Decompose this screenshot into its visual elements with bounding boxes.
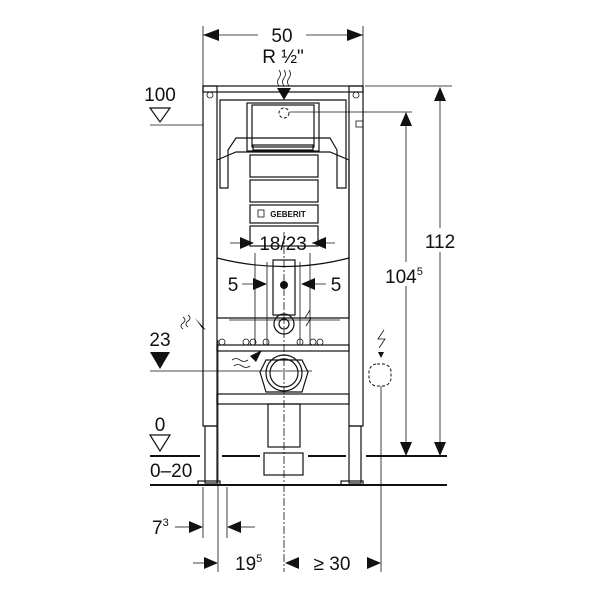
total-height-label: 112 [425,232,455,253]
axis-distance-label: 195 [235,553,262,575]
height-dimensions: 112 1045 [365,85,460,456]
connection-label: R ½" [262,47,304,68]
floor-range-label: 0–20 [150,461,192,482]
level-100-label: 100 [144,85,176,106]
offset-right-label: 5 [331,275,342,296]
water-inlet-arrow-icon [277,88,291,100]
lightning-icon [377,329,386,349]
width-label: 50 [271,26,292,47]
width-dimension: 50 R ½" [202,26,364,100]
foot-width-label: 73 [152,517,169,539]
power-flush-icon [304,309,312,327]
supply-water-icon [180,314,191,330]
waste-water-icon [231,358,251,368]
level-0-label: 0 [155,415,166,436]
level-23-label: 23 [149,330,170,351]
installation-frame: GEBERIT [180,85,412,486]
flush-spacing-label: 18/23 [259,234,307,255]
offset-left-label: 5 [228,275,239,296]
flush-spacing-dimension: 18/23 [230,234,335,255]
level-markers: 100 23 0 0–20 [144,85,312,482]
inlet-height-label: 1045 [385,266,423,288]
bottom-dimensions: 73 195 ≥ 30 [152,487,381,575]
electrical-connection [368,329,392,572]
min-clearance-label: ≥ 30 [314,554,351,575]
brand-logo: GEBERIT [270,210,306,219]
offset-dimensions: 5 5 [228,275,342,296]
